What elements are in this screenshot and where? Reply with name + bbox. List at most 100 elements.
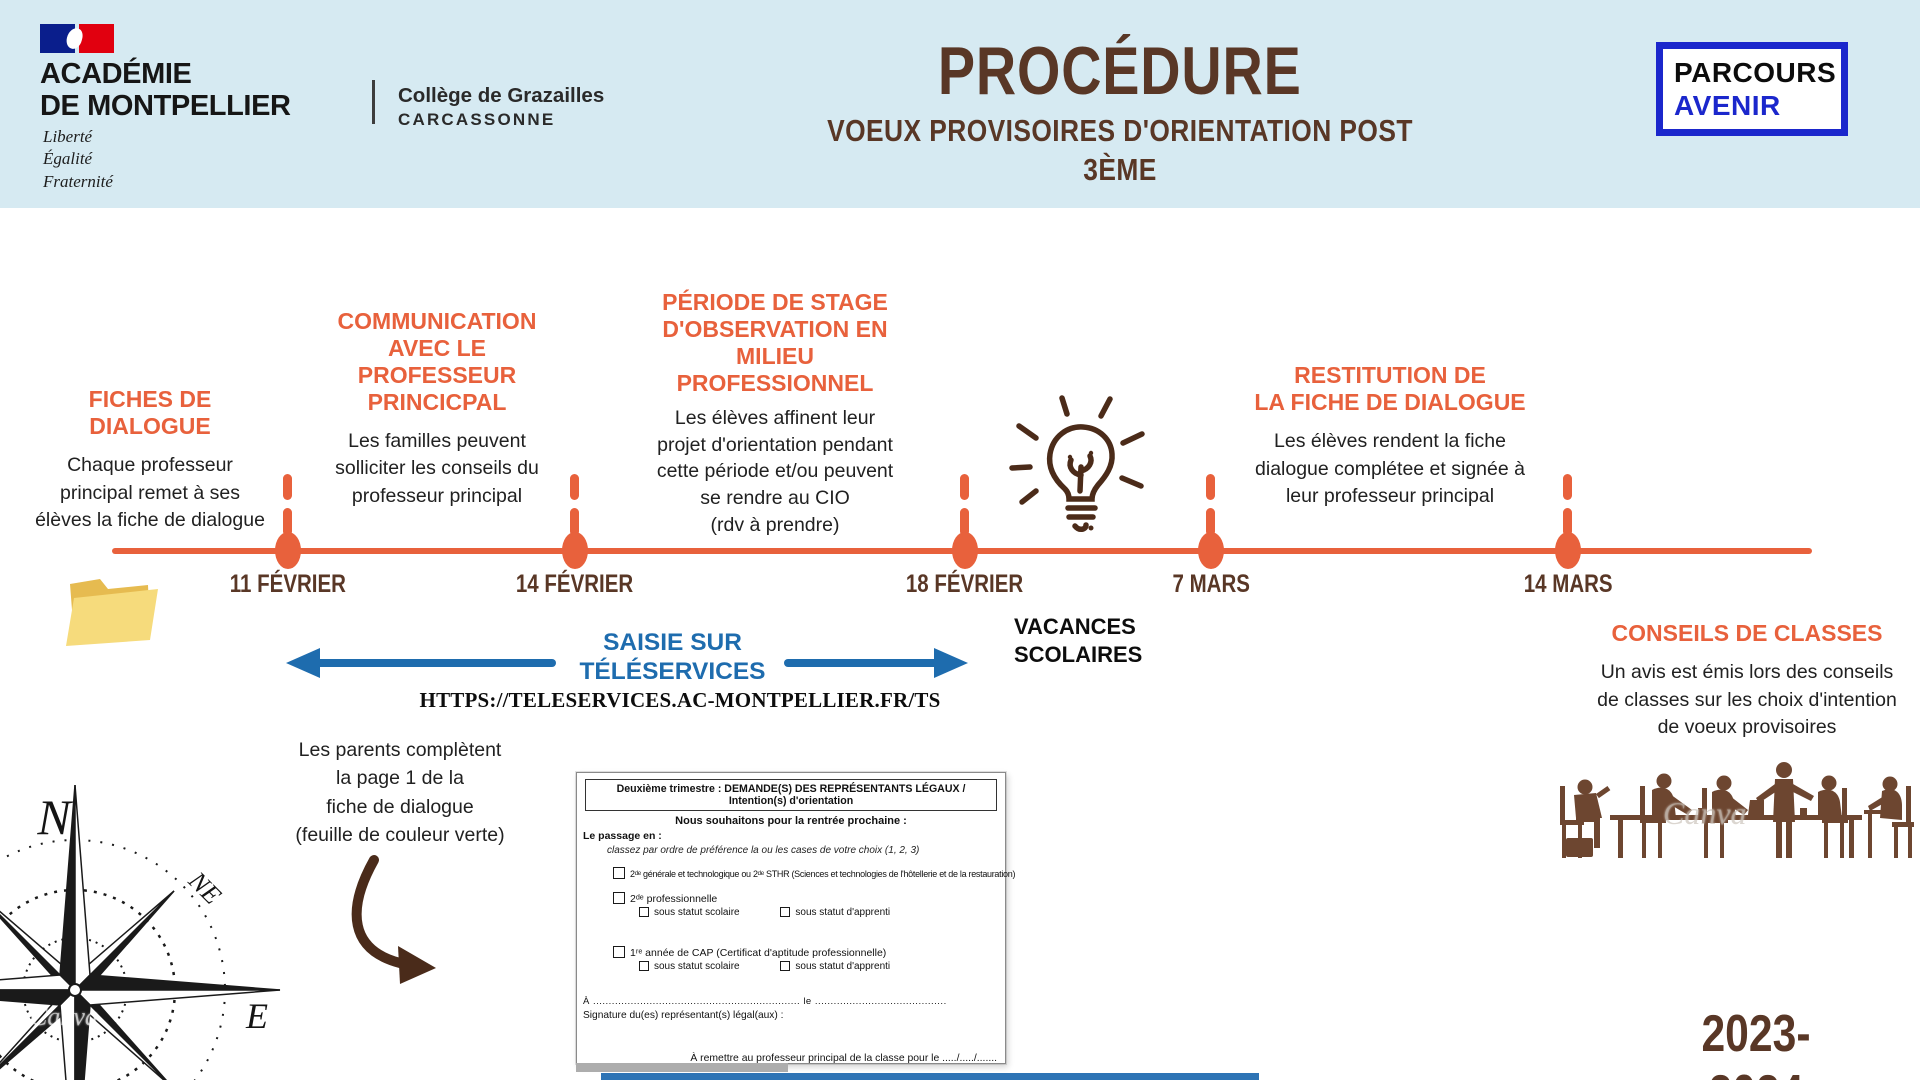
timeline-dot <box>1198 532 1224 569</box>
timeline-tick-dash <box>570 474 579 500</box>
timeline-dot <box>275 532 301 569</box>
timeline-tick-dash <box>283 474 292 500</box>
date-label: 14 FÉVRIER <box>516 570 634 598</box>
school-year: 2023-2024 <box>1646 1004 1866 1080</box>
option-label: 1ʳᵉ année de CAP (Certificat d'aptitude … <box>630 947 887 959</box>
timeline-tick-dash <box>1563 474 1572 500</box>
header-band: ACADÉMIE DE MONTPELLIER Liberté Égalité … <box>0 0 1920 208</box>
curved-arrow-icon <box>351 855 436 984</box>
timeline-date: 18 FÉVRIER <box>879 570 1051 599</box>
checkbox <box>780 907 791 917</box>
suboption-label: sous statut d'apprenti <box>795 961 891 972</box>
date-label: 11 FÉVRIER <box>229 570 347 598</box>
school-name: Collège de Grazailles <box>398 84 605 107</box>
stage-periode-de-stage: PÉRIODE DE STAGE D'OBSERVATION EN MILIEU… <box>620 289 930 539</box>
timeline-tick-dash <box>1206 508 1215 536</box>
open-folder-icon <box>66 579 158 646</box>
conseils-body: Un avis est émis lors des conseils de cl… <box>1597 660 1897 739</box>
checkbox <box>639 961 649 971</box>
suboption: sous statut d'apprenti <box>780 961 890 972</box>
form-signature-label: Signature du(es) représentant(s) légal(a… <box>583 1010 784 1021</box>
svg-text:NE: NE <box>182 865 227 910</box>
timeline-tick-dash <box>283 508 292 536</box>
form-option-row: 2ᵈᵉ générale et technologique ou 2ᵈᵉ STH… <box>613 867 1015 879</box>
academy-name: ACADÉMIE DE MONTPELLIER <box>40 58 291 123</box>
stage-title: FICHES DE DIALOGUE <box>88 386 212 439</box>
timeline-tick-dash <box>960 474 969 500</box>
parents-note: Les parents complètent la page 1 de la f… <box>295 739 505 846</box>
stage-body: Les élèves affinent leur projet d'orient… <box>656 406 894 537</box>
canva-watermark: Canva <box>30 1002 98 1031</box>
vacances-scolaires-label: VACANCES SCOLAIRES <box>1014 614 1143 667</box>
timeline-tick-dash <box>570 508 579 536</box>
conseils-de-classes-block: CONSEILS DE CLASSES Un avis est émis lor… <box>1579 620 1915 742</box>
checkbox <box>613 892 625 904</box>
page-subtitle: VOEUX PROVISOIRES D'ORIENTATION POST 3ÈM… <box>827 113 1413 187</box>
school-year-label: 2023-2024 <box>1701 1005 1811 1080</box>
academy-motto: Liberté Égalité Fraternité <box>43 127 113 191</box>
lightbulb-icon <box>1009 395 1145 532</box>
timeline-date: 14 FÉVRIER <box>489 570 661 599</box>
canva-watermark: Canva <box>1663 795 1747 831</box>
date-label: 18 FÉVRIER <box>906 570 1024 598</box>
date-label: 7 MARS <box>1172 570 1250 598</box>
school-city: CARCASSONNE <box>398 110 556 129</box>
timeline-dot <box>952 532 978 569</box>
blue-strip <box>601 1073 1259 1080</box>
gray-strip <box>576 1063 788 1072</box>
dialogue-form-preview: Deuxième trimestre : DEMANDE(S) DES REPR… <box>576 772 1015 1064</box>
option-label: 2ᵈᵉ professionnelle <box>630 893 718 905</box>
stage-body: Les élèves rendent la fiche dialogue com… <box>1255 429 1525 508</box>
checkbox <box>613 867 625 879</box>
checkbox <box>639 907 649 917</box>
stage-communication: COMMUNICATION AVEC LE PROFESSEUR PRINCIC… <box>292 308 582 511</box>
badge-parcours: PARCOURS <box>1674 56 1837 88</box>
form-option-row: 2ᵈᵉ professionnelle <box>613 892 1005 905</box>
teleservices-link[interactable]: HTTPS://TELESERVICES.AC-MONTPELLIER.FR/T… <box>419 688 941 712</box>
parcours-avenir-badge: PARCOURS AVENIR <box>1656 42 1848 136</box>
suboption: sous statut d'apprenti <box>780 907 890 918</box>
timeline-tick-dash <box>1206 474 1215 500</box>
meeting-silhouette <box>1560 762 1914 858</box>
french-flag-icon <box>40 24 116 53</box>
suboption-label: sous statut d'apprenti <box>795 907 891 918</box>
page-title: PROCÉDURE <box>938 33 1302 109</box>
timeline-tick-dash <box>960 508 969 536</box>
form-intro: Nous souhaitons pour la rentrée prochain… <box>675 815 907 827</box>
flag-red-panel <box>79 24 114 53</box>
form-place-date-line: À ......................................… <box>583 996 947 1007</box>
stage-title: RESTITUTION DE LA FICHE DE DIALOGUE <box>1254 362 1526 415</box>
timeline-date: 11 FÉVRIER <box>202 570 374 599</box>
stage-fiches-de-dialogue: FICHES DE DIALOGUE Chaque professeur pri… <box>0 386 300 535</box>
suboption-label: sous statut scolaire <box>654 961 740 972</box>
stage-title: COMMUNICATION AVEC LE PROFESSEUR PRINCIC… <box>337 308 537 415</box>
option-label: 2ᵈᵉ générale et technologique ou 2ᵈᵉ STH… <box>630 869 1016 879</box>
form-header: Deuxième trimestre : DEMANDE(S) DES REPR… <box>585 779 997 811</box>
checkbox <box>780 961 791 971</box>
checkbox <box>613 946 625 958</box>
suboption-label: sous statut scolaire <box>654 907 740 918</box>
form-footer-note: À remettre au professeur principal de la… <box>690 1053 997 1064</box>
logo-divider <box>372 80 375 124</box>
date-label: 14 MARS <box>1523 570 1613 598</box>
timeline-tick-dash <box>1563 508 1572 536</box>
conseils-title: CONSEILS DE CLASSES <box>1611 620 1883 646</box>
form-passage-label: Le passage en : <box>583 830 662 842</box>
form-suboptions-row: sous statut scolaire sous statut d'appre… <box>639 961 1005 972</box>
compass-rose-icon: N NE E <box>0 784 281 1080</box>
svg-text:N: N <box>36 789 73 845</box>
timeline-date: 14 MARS <box>1482 570 1654 599</box>
form-option-row: 1ʳᵉ année de CAP (Certificat d'aptitude … <box>613 946 1005 959</box>
stage-restitution: RESTITUTION DE LA FICHE DE DIALOGUE Les … <box>1216 362 1564 511</box>
double-arrow-icon <box>286 648 968 678</box>
suboption: sous statut scolaire <box>639 961 740 972</box>
form-instruction: classez par ordre de préférence la ou le… <box>607 845 920 856</box>
timeline-dot <box>562 532 588 569</box>
suboption: sous statut scolaire <box>639 907 740 918</box>
svg-text:E: E <box>245 996 268 1036</box>
title-block: PROCÉDURE VOEUX PROVISOIRES D'ORIENTATIO… <box>760 32 1480 190</box>
stage-body: Les familles peuvent solliciter les cons… <box>335 429 539 507</box>
timeline-dot <box>1555 532 1581 569</box>
timeline-date: 7 MARS <box>1125 570 1297 599</box>
